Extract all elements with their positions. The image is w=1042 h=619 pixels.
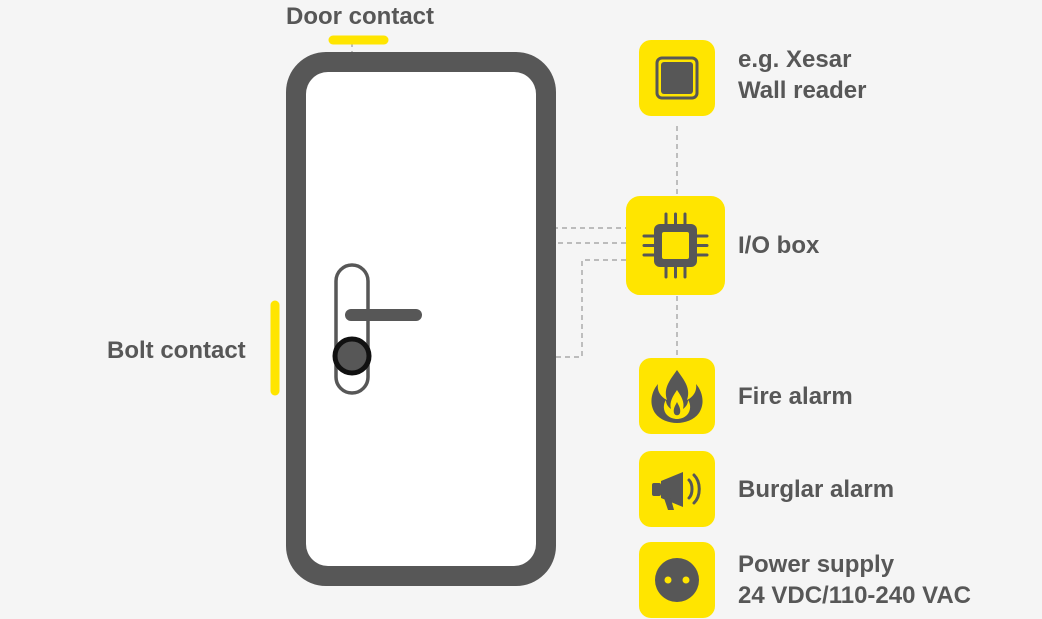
power-supply-label-1: Power supply xyxy=(738,551,895,578)
bolt-contact-label: Bolt contact xyxy=(107,337,246,364)
megaphone-icon xyxy=(652,472,701,510)
wall-reader-icon xyxy=(655,56,699,100)
burglar-alarm-label: Burglar alarm xyxy=(738,476,895,503)
door-panel xyxy=(306,72,536,566)
fire-alarm-tile xyxy=(639,358,715,434)
io-box-label: I/O box xyxy=(738,232,820,259)
io-box-tile xyxy=(626,196,725,295)
fire-icon xyxy=(651,370,703,423)
lock-cylinder xyxy=(332,336,372,376)
wall-reader-label-2: Wall reader xyxy=(738,77,867,104)
handle-escutcheon xyxy=(334,263,370,395)
chip-icon xyxy=(642,212,709,279)
power-supply-label-2: 24 VDC/110-240 VAC xyxy=(738,582,972,609)
door-contact-label: Door contact xyxy=(286,3,435,30)
wall-reader-tile xyxy=(639,40,715,116)
power-supply-tile xyxy=(639,542,715,618)
wall-reader-label-1: e.g. Xesar xyxy=(738,46,852,73)
burglar-alarm-tile xyxy=(639,451,715,527)
power-socket-icon xyxy=(655,558,699,602)
fire-alarm-label: Fire alarm xyxy=(738,383,853,410)
